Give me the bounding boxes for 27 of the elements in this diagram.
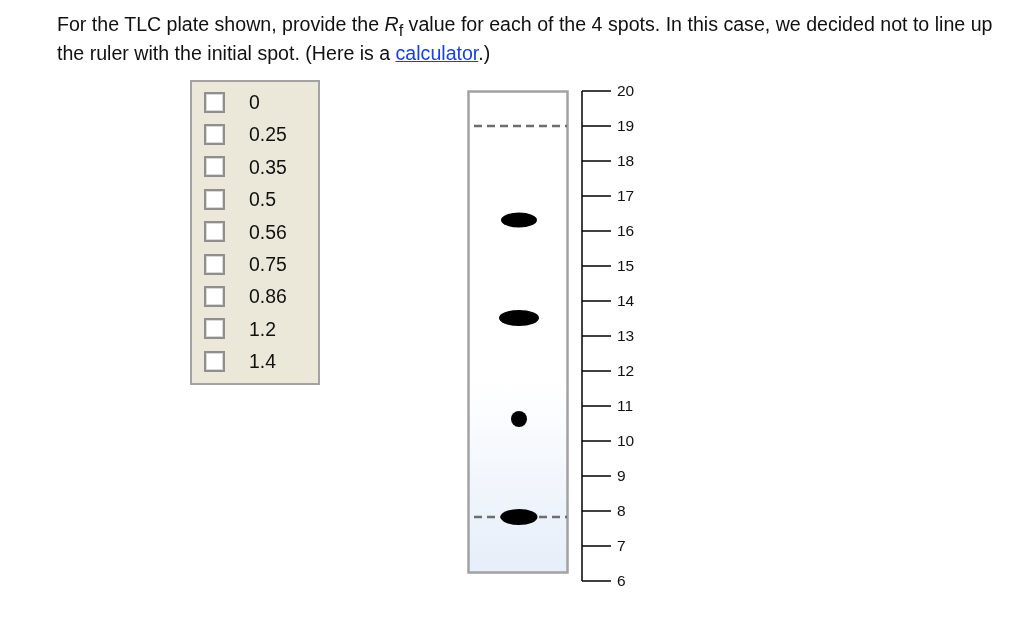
question-text: For the TLC plate shown, provide the R$_{f}$ value for each of the 4 spots. In this case, we decided not to line up the ruler with the initial spot. (Here is a calculator.)	[57, 13, 994, 65]
calculator-link: calculator	[395, 41, 479, 64]
option-label: 0.35	[249, 155, 287, 178]
ruler-number: 13	[617, 328, 635, 344]
ruler-number: 17	[617, 188, 635, 204]
option-label: 0.86	[249, 285, 287, 308]
option-label: 0.75	[249, 253, 287, 275]
option-label: 1.4	[249, 350, 276, 373]
ruler-number: 8	[617, 503, 626, 519]
ruler-number: 19	[617, 118, 635, 134]
ruler-number: 16	[617, 223, 635, 239]
ruler-number: 6	[617, 573, 626, 589]
option-label: 0	[249, 91, 260, 113]
ruler-number: 20	[617, 83, 635, 99]
ruler-number: 11	[617, 398, 634, 414]
option-label: 0.56	[249, 220, 287, 243]
ruler-number: 12	[617, 363, 635, 379]
option-label: 1.2	[249, 317, 276, 340]
answer-panel	[190, 80, 320, 385]
ruler-number: 7	[617, 538, 626, 554]
ruler-number: 9	[617, 468, 626, 484]
option-label: 0.5	[249, 188, 276, 211]
ruler-number: 15	[617, 258, 635, 274]
option-label: 0.25	[249, 123, 287, 146]
ruler-number: 14	[617, 293, 635, 309]
ruler-number: 10	[617, 433, 635, 449]
ruler-number: 18	[617, 153, 635, 169]
